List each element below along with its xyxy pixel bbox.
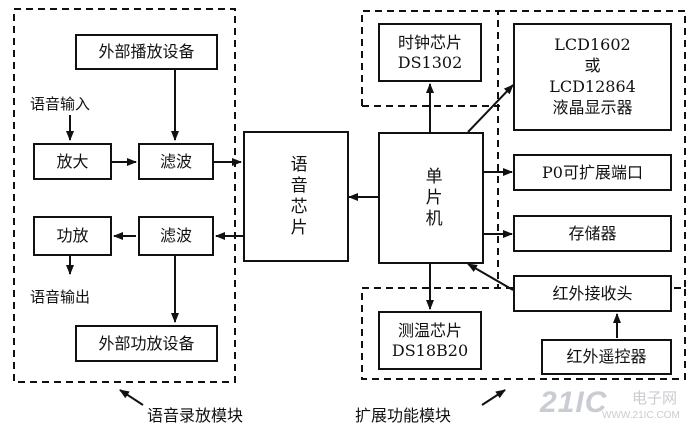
voice-chip-box: 语音芯片 — [243, 131, 349, 262]
filter-bottom-box: 滤波 — [138, 216, 214, 256]
voice-input-label: 语音输入 — [30, 95, 91, 113]
arrow-ir-receiver-to-mcu — [467, 263, 514, 291]
ir-receiver-box: 红外接收头 — [513, 275, 672, 312]
expansion-module-caption: 扩展功能模块 — [355, 406, 452, 425]
voice-module-outline — [13, 8, 236, 383]
arrow-voice-caption-pointer — [119, 389, 144, 406]
amplify-box: 放大 — [33, 143, 112, 180]
ext-play-device-box: 外部播放设备 — [75, 34, 218, 70]
power-amp-box: 功放 — [33, 216, 112, 256]
clock-chip-box: 时钟芯片 DS1302 — [378, 23, 482, 82]
storage-box: 存储器 — [513, 215, 672, 252]
mcu-box: 单片机 — [378, 132, 484, 264]
voice-chip-label: 语音芯片 — [286, 154, 307, 239]
watermark-text: 电子网 — [632, 389, 678, 407]
expansion-module-outline-right — [498, 10, 686, 288]
watermark-logo: 21IC — [540, 386, 608, 419]
lcd-display-box: LCD1602 或 LCD12864 液晶显示器 — [513, 23, 672, 131]
filter-top-box: 滤波 — [138, 143, 214, 180]
watermark-url: WWW.21IC.COM — [602, 410, 680, 421]
ir-remote-box: 红外遥控器 — [541, 339, 672, 375]
watermark: 21IC 电子网 WWW.21IC.COM — [540, 386, 690, 426]
p0-port-box: P0可扩展端口 — [513, 154, 672, 191]
expansion-module-outline-top — [361, 10, 499, 288]
voice-output-label: 语音输出 — [30, 288, 91, 306]
ext-amp-device-box: 外部功放设备 — [75, 325, 218, 362]
arrow-mcu-to-lcd — [467, 84, 514, 133]
temp-chip-box: 测温芯片 DS18B20 — [378, 311, 482, 370]
arrow-expansion-caption-pointer — [481, 389, 506, 406]
mcu-label: 单片机 — [421, 166, 442, 230]
voice-module-caption: 语音录放模块 — [147, 406, 244, 425]
